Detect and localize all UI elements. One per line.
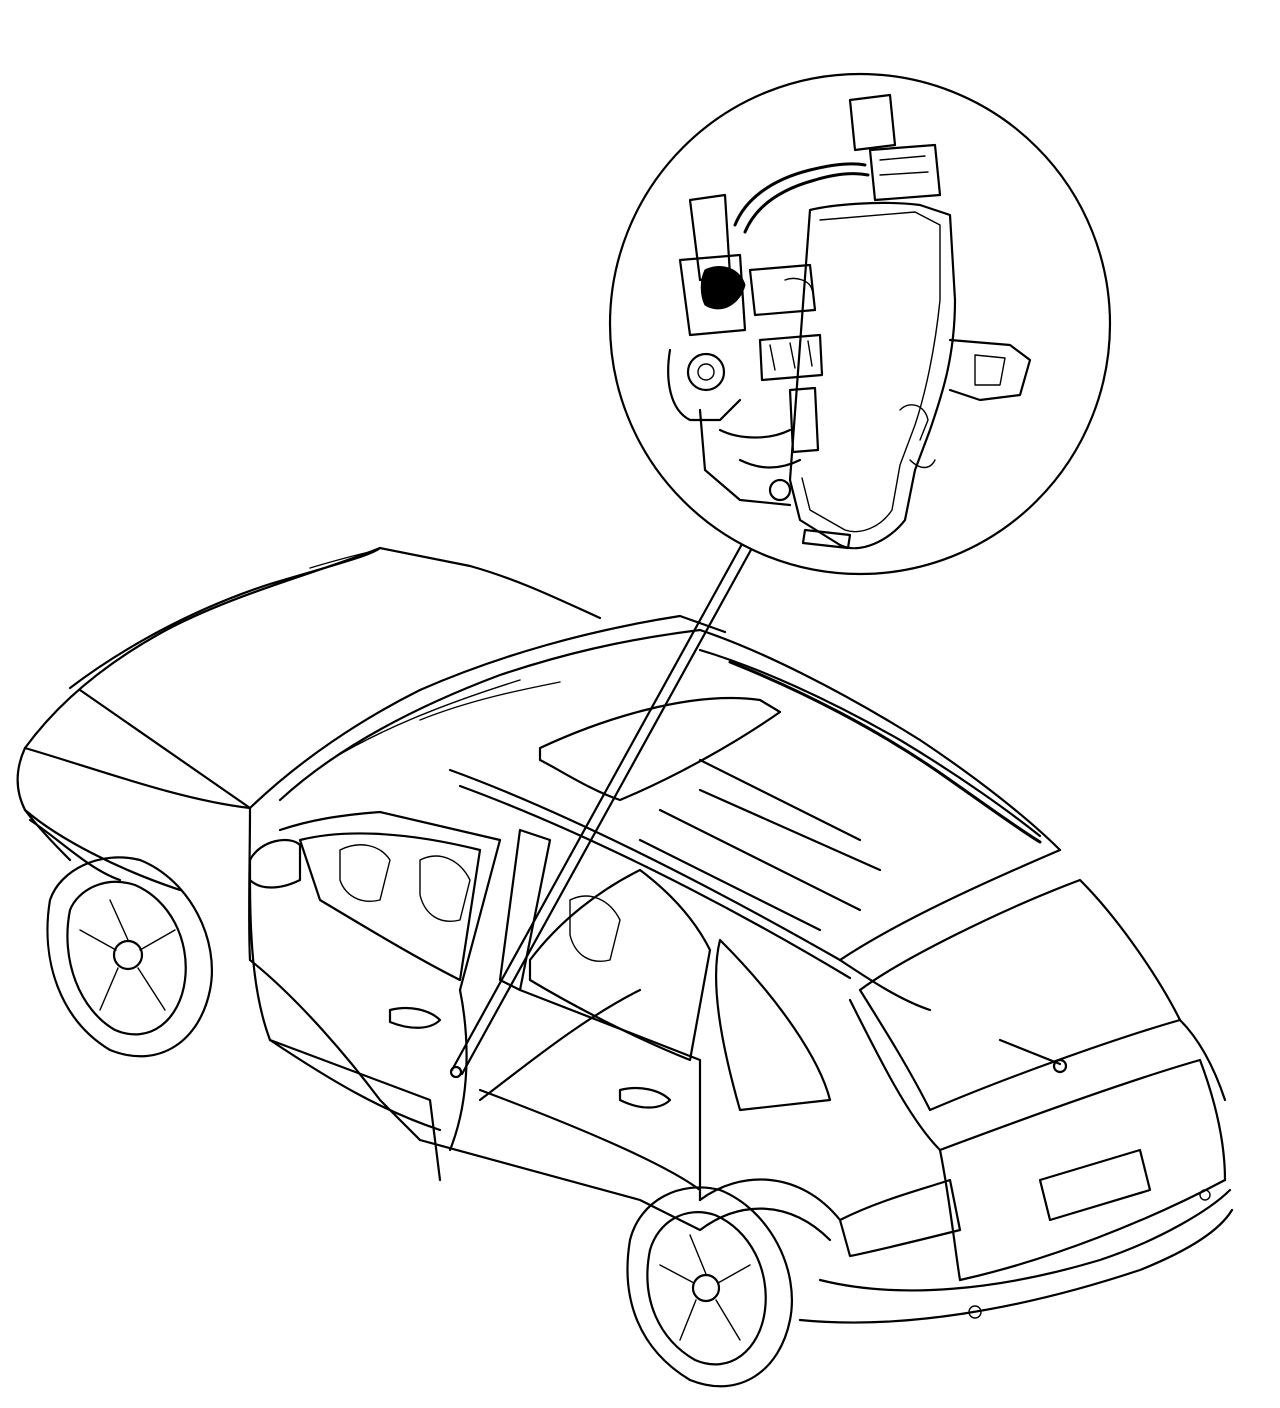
body-side [16, 746, 842, 1242]
rear-hatch [798, 878, 1234, 1324]
front-door-open [248, 810, 621, 1182]
roof [448, 628, 1062, 980]
vehicle-illustration [16, 542, 1234, 1388]
hood [23, 546, 602, 810]
door-lock-actuator [667, 93, 1032, 550]
rear-wheel [626, 1186, 793, 1388]
callout-leader [449, 542, 754, 1079]
front-wheel [28, 818, 213, 1058]
door-lock-actuator-callout [608, 72, 1112, 576]
windshield [248, 614, 727, 810]
